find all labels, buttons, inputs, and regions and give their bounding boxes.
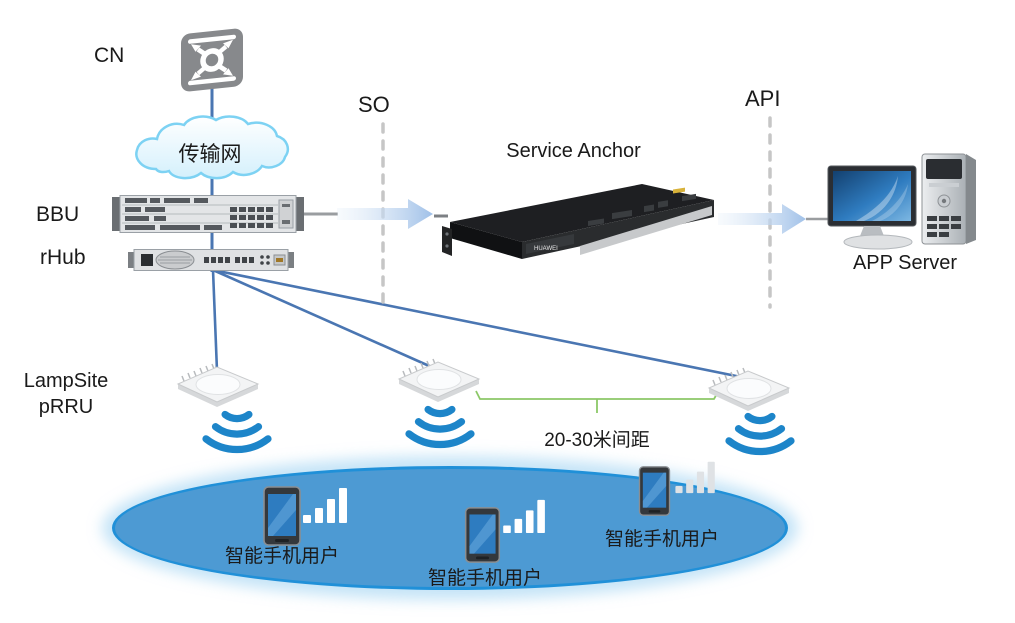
lampsite-label-line1: LampSite (23, 370, 109, 392)
smartphone-user-label-3: 智能手机用户 (604, 529, 719, 550)
wifi-waves-1 (182, 405, 292, 465)
so-interface-label: SO (358, 92, 390, 117)
lampsite-label-line2: pRRU (38, 396, 94, 418)
rhub-device (128, 247, 294, 273)
service-anchor-device: HUAWEI (430, 180, 717, 264)
prru-spacing-label: 20-30米间距 (544, 430, 650, 451)
api-interface-label: API (745, 86, 781, 111)
bbu-label: BBU (36, 203, 80, 226)
smartphone-user-label-1: 智能手机用户 (224, 546, 339, 567)
cn-router-icon (174, 21, 250, 95)
signal-bars-1 (303, 486, 349, 524)
signal-bars-2 (503, 498, 547, 534)
lampsite-prru-label: LampSite pRRU (8, 368, 124, 420)
rhub-label: rHub (40, 246, 86, 269)
app-server-label: APP Server (852, 252, 958, 274)
smartphone-3 (637, 466, 672, 516)
rhub-to-prru1-line (211, 269, 219, 372)
smartphone-user-label-2: 智能手机用户 (427, 568, 542, 589)
service-anchor-brand: HUAWEI (534, 246, 558, 252)
service-anchor-label: Service Anchor (506, 140, 641, 162)
cn-label: CN (94, 44, 125, 67)
transport-cloud-label: 传输网 (178, 143, 242, 166)
anchor-to-server-arrow (718, 204, 806, 234)
prru-1 (170, 360, 264, 412)
smartphone-2 (464, 507, 501, 563)
wifi-waves-3 (705, 407, 815, 467)
prru-3 (701, 364, 795, 416)
prru-2 (391, 355, 485, 407)
spacing-bracket (475, 390, 719, 413)
bbu-to-anchor-arrow (337, 199, 433, 229)
wifi-waves-2 (385, 400, 495, 460)
coverage-area-ellipse (112, 466, 788, 590)
signal-bars-3 (674, 460, 718, 494)
bbu-device (112, 194, 304, 234)
rhub-to-prru2-line (212, 268, 437, 371)
rhub-to-prru3-line (212, 268, 747, 380)
transport-cloud (126, 111, 294, 197)
smartphone-1 (263, 486, 301, 546)
app-server-device (826, 146, 984, 254)
